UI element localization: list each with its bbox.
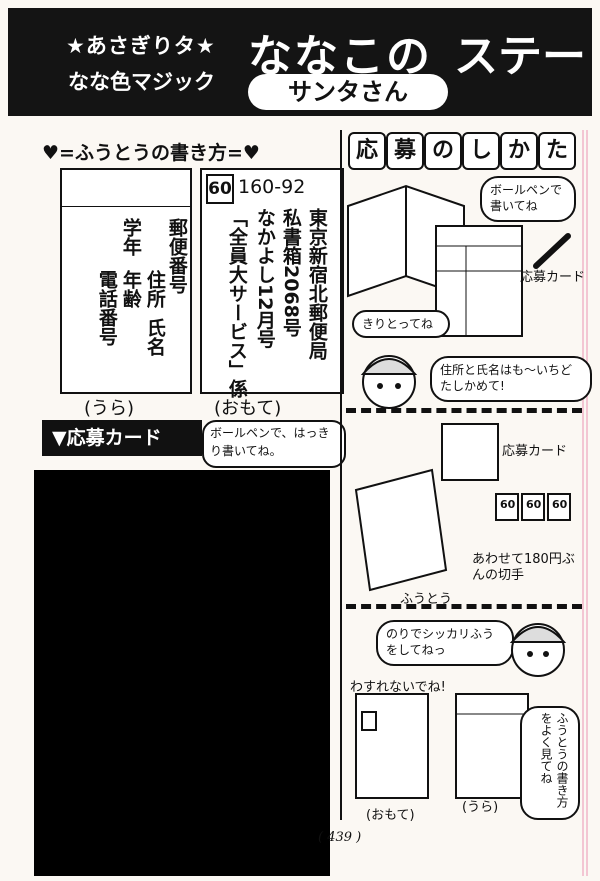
envelope-back-caption: (うら) [84,398,135,419]
girl-character-icon [509,623,567,677]
envelope-front [200,168,344,394]
postage-box: 60 [206,174,234,204]
back-caption: (うら) [462,800,499,815]
apply-title-char: 応 [348,132,386,170]
girl-character-icon [360,355,418,409]
banner-title: ななこの [248,31,432,82]
banner-badge: サンタさん [248,74,448,110]
banner-subtitle-line2: なな色マジック [68,70,215,94]
glue-note: のりでシッカリふうをしてねっ [376,620,514,666]
envelope-stamps-illustration [354,423,571,592]
card-note: 応募カード [520,270,586,285]
apply-panel [340,130,594,820]
stamp-value-1: 60 [500,498,516,511]
divider [346,408,582,413]
front-line-office: 東京新宿北郵便局 [305,208,328,360]
envelopes-illustration [355,693,529,799]
envelope-howto-title: ♥=ふうとうの書き方=♥ [42,142,260,164]
magazine-illustration [347,184,571,337]
apply-title: 応 募 の し か た [348,132,580,170]
front-line-pobox: 私書箱2068号 [279,208,302,337]
apply-title-char: し [462,132,500,170]
header-banner: ★あさぎりタ★ なな色マジック ななこの ステー サンタさん [8,8,592,116]
apply-title-char: の [424,132,462,170]
banner-subtitle-line1: ★あさぎりタ★ [66,34,216,58]
stamp-value-2: 60 [526,498,542,511]
page-number: ( 439 ) [318,830,362,845]
dont-forget-note: わすれないでね! [350,680,446,695]
envelope-flap [62,170,190,207]
cut-note: きりとってね [352,310,450,338]
banner-title-cut: ステー [454,31,586,82]
apply-title-char: 募 [386,132,424,170]
back-line-grade: 学年 [119,218,142,256]
redacted-area [34,470,330,876]
stamp-note: あわせて180円ぶんの切手 [472,552,575,583]
back-line-name: 氏名 [143,318,166,356]
envelope-back: 郵便番号 住所 氏名 学年 年齢 電話番号 [60,168,192,394]
read-note: ふうとうの書き方をよく見てね [520,706,580,820]
envelope-front-caption: (おもて) [214,398,282,419]
envelope-label: ふうとう [400,592,453,607]
card-bubble: ボールペンで、はっきり書いてね。 [202,420,346,468]
back-line-zip: 郵便番号 [165,218,188,294]
apply-title-char: か [500,132,538,170]
back-line-age: 年齢 [119,270,142,308]
check-note: 住所と氏名はも〜いちど たしかめて! [430,356,592,402]
ballpen-note: ボールペンで書いてね [480,176,576,222]
apply-title-char: た [538,132,576,170]
back-line-address: 住所 [143,270,166,308]
page-edge-stripes [582,130,596,876]
back-line-phone: 電話番号 [95,270,118,346]
card-section-label: ▼応募カード [42,420,202,456]
divider [346,604,582,609]
zip-code: 160-92 [238,176,306,198]
front-line-issue: なかよし12月号 [253,208,276,349]
card-note-2: 応募カード [502,444,568,459]
stamp-value-3: 60 [552,498,568,511]
front-caption: (おもて) [366,808,415,823]
front-line-dept: 「全員大サービス」係 [225,208,248,398]
